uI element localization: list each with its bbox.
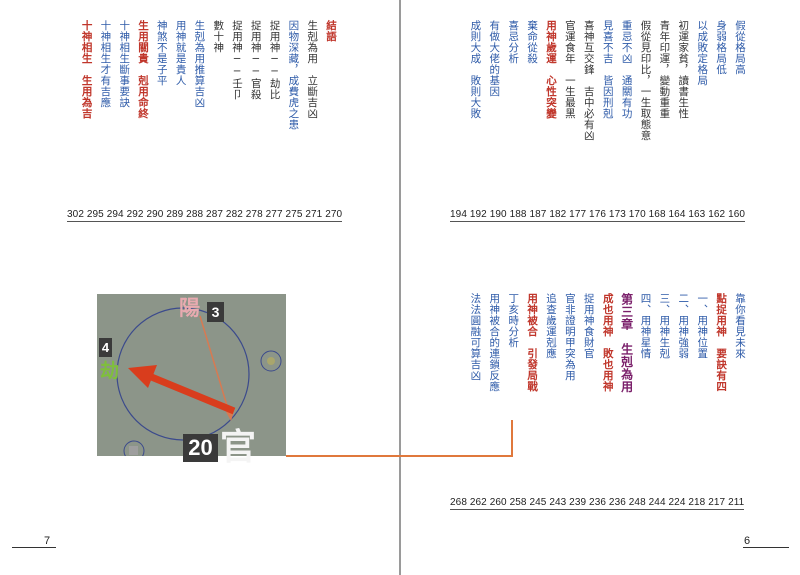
toc-entry: 結語 <box>325 20 337 42</box>
yang-to-guan-line <box>199 315 232 420</box>
right-page-number: 6 <box>744 535 751 547</box>
right-page-numbers-top: 194 192 190 188 187 182 177 176 173 170 … <box>450 209 746 222</box>
toc-entry: 因物深藏，成費虎之患 <box>287 20 300 130</box>
toc-entry: 點捉用神 要訣有四 <box>715 293 728 392</box>
toc-entry: 二、用神強弱 <box>677 293 690 359</box>
diagram-connector-riser <box>511 420 513 457</box>
right-footer-rule <box>743 547 789 548</box>
toc-entry: 十神相生斷事要訣 <box>118 20 131 108</box>
toc-entry: 身弱格局低 <box>715 20 728 75</box>
toc-entry: 生剋為用推算吉凶 <box>193 20 206 108</box>
toc-entry: 初運家貧，讀書生性 <box>677 20 690 119</box>
toc-entry: 神煞不是子平 <box>155 20 168 86</box>
left-page-number: 7 <box>44 535 51 547</box>
toc-entry: 追查歲運剋應 <box>545 293 557 359</box>
left-footer-rule <box>12 547 56 548</box>
guan-to-jie-arrow <box>147 372 236 415</box>
toc-entry: 捉用神──官殺 <box>249 20 262 100</box>
toc-entry: 以成敗定格局 <box>696 20 709 86</box>
toc-entry: 生用關貴 剋用命終 <box>137 20 149 119</box>
right-page-numbers-bottom: 268 262 260 258 245 243 239 236 236 248 … <box>450 497 745 510</box>
ten-gods-diagram: 陽 3 4 劫 20 官 <box>97 294 286 468</box>
toc-entry: 用神歲運 心性突變 <box>545 20 557 119</box>
toc-entry: 成也用神 敗也用神 <box>601 293 614 392</box>
toc-entry: 第三章 生剋為用 <box>619 293 634 393</box>
toc-entry: 官非證明甲突為用 <box>563 293 576 381</box>
toc-entry: 官運食年 一生最黑 <box>563 20 576 119</box>
toc-entry: 見喜不吉 皆因刑剋 <box>601 20 614 119</box>
toc-entry: 重忌不凶 通關有功 <box>620 20 633 119</box>
guan-glyph: 官 <box>220 427 257 468</box>
jie-arrow-head <box>128 365 157 388</box>
node-circle-bottom <box>123 440 145 456</box>
toc-entry: 青年印運，變動重重 <box>658 20 671 119</box>
toc-entry: 喜神互交鋒 吉中必有凶 <box>582 20 595 141</box>
toc-entry: 成則大成 敗則大敗 <box>469 20 482 119</box>
yang-glyph: 陽 <box>179 296 200 320</box>
book-spine <box>399 0 401 575</box>
toc-entry: 法法圓融可算吉凶 <box>469 293 482 381</box>
node-dot-right <box>267 357 275 365</box>
toc-entry: 三、用神生剋 <box>658 293 671 359</box>
jie-count-badge: 4 <box>99 338 112 357</box>
toc-entry: 假從格局高 <box>734 20 746 75</box>
toc-entry: 十神相生才有吉應 <box>99 20 112 108</box>
toc-entry: 捉用神──壬卩 <box>231 20 243 100</box>
toc-entry: 靠你看見未來 <box>734 293 746 359</box>
node-circle-right <box>260 350 282 372</box>
toc-entry: 捉用神──劫比 <box>268 20 281 100</box>
toc-entry: 棄命從殺 <box>526 20 539 64</box>
toc-entry: 用神就是貴人 <box>174 20 187 86</box>
toc-entry: 四、用神星情 <box>639 293 652 359</box>
diagram-connector-line <box>286 455 512 457</box>
toc-entry: 用神被合的連鎖反應 <box>488 293 501 392</box>
toc-entry: 丁亥時分析 <box>507 293 520 348</box>
toc-entry: 喜忌分析 <box>507 20 520 64</box>
toc-entry: 捉用神食財官 <box>582 293 595 359</box>
left-page-numbers: 302 295 294 292 290 289 288 287 282 278 … <box>67 209 343 222</box>
node-square-bottom <box>129 446 138 455</box>
guan-count-badge: 20 <box>183 434 218 462</box>
toc-entry: 假從見印比，一生取態意 <box>639 20 652 141</box>
toc-entry: 十神相生 生用為吉 <box>80 20 93 119</box>
toc-entry: 一、用神位置 <box>696 293 709 359</box>
toc-entry: 有做大佬的基因 <box>488 20 501 97</box>
toc-entry: 用神被合 引發局戰 <box>526 293 539 392</box>
toc-entry: 數十神 <box>212 20 225 53</box>
jie-glyph: 劫 <box>100 360 120 382</box>
yang-count-badge: 3 <box>207 302 224 322</box>
toc-entry: 生剋為用 立斷吉凶 <box>306 20 319 119</box>
